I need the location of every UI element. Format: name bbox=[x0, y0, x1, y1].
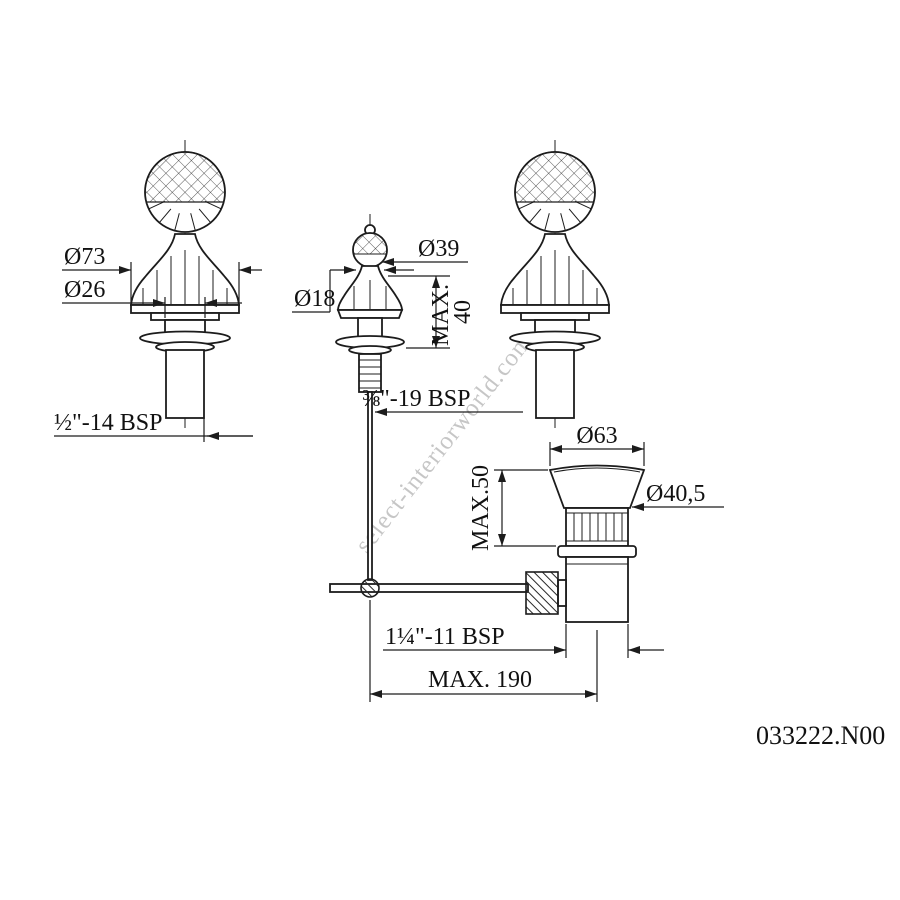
dimension-drain-thread: 1¼"-11 BSP bbox=[383, 624, 664, 658]
dim-label-d18: Ø18 bbox=[294, 286, 335, 312]
dim-label-d26: Ø26 bbox=[64, 277, 105, 303]
dimension-drain-d405: Ø40,5 bbox=[632, 481, 724, 511]
dim-label-handle-thread: ½"-14 BSP bbox=[54, 410, 163, 436]
rod-nut bbox=[525, 571, 559, 615]
dimension-overall-max190: MAX. 190 bbox=[369, 600, 598, 702]
drain-waste-assembly bbox=[525, 464, 646, 623]
dimension-spout-d39: Ø39 bbox=[382, 236, 468, 266]
dimension-spout-d18: Ø18 bbox=[292, 266, 414, 313]
pop-up-rod-vertical bbox=[367, 391, 373, 581]
dim-label-max40: MAX. 40 bbox=[428, 278, 476, 346]
dimension-handle-thread: ½"-14 BSP bbox=[54, 410, 253, 442]
dimension-handle-d26: Ø26 bbox=[62, 277, 242, 318]
dimension-drain-d63: Ø63 bbox=[549, 423, 645, 466]
right-handle-valve bbox=[500, 139, 610, 429]
dimension-drain-max50: MAX.50 bbox=[468, 465, 556, 551]
left-handle-valve bbox=[130, 139, 240, 429]
pop-up-rod-horizontal bbox=[329, 583, 529, 593]
dim-label-d73: Ø73 bbox=[64, 244, 105, 270]
dim-label-max50: MAX.50 bbox=[468, 465, 494, 551]
dim-label-d39: Ø39 bbox=[418, 236, 459, 262]
dim-label-d63: Ø63 bbox=[576, 423, 617, 449]
dim-label-spout-thread: ⅜"-19 BSP bbox=[362, 386, 471, 412]
dimension-spout-thread: ⅜"-19 BSP bbox=[362, 386, 523, 416]
dim-label-max190: MAX. 190 bbox=[428, 667, 532, 693]
dimension-spout-max40: MAX. 40 bbox=[388, 275, 476, 349]
dim-label-d405: Ø40,5 bbox=[646, 481, 705, 507]
rod-joint bbox=[360, 578, 380, 598]
center-spout bbox=[329, 214, 529, 598]
product-code: 033222.N00 bbox=[756, 721, 885, 750]
dimension-handle-d73: Ø73 bbox=[62, 244, 262, 303]
dim-label-drain-thread: 1¼"-11 BSP bbox=[385, 624, 505, 650]
